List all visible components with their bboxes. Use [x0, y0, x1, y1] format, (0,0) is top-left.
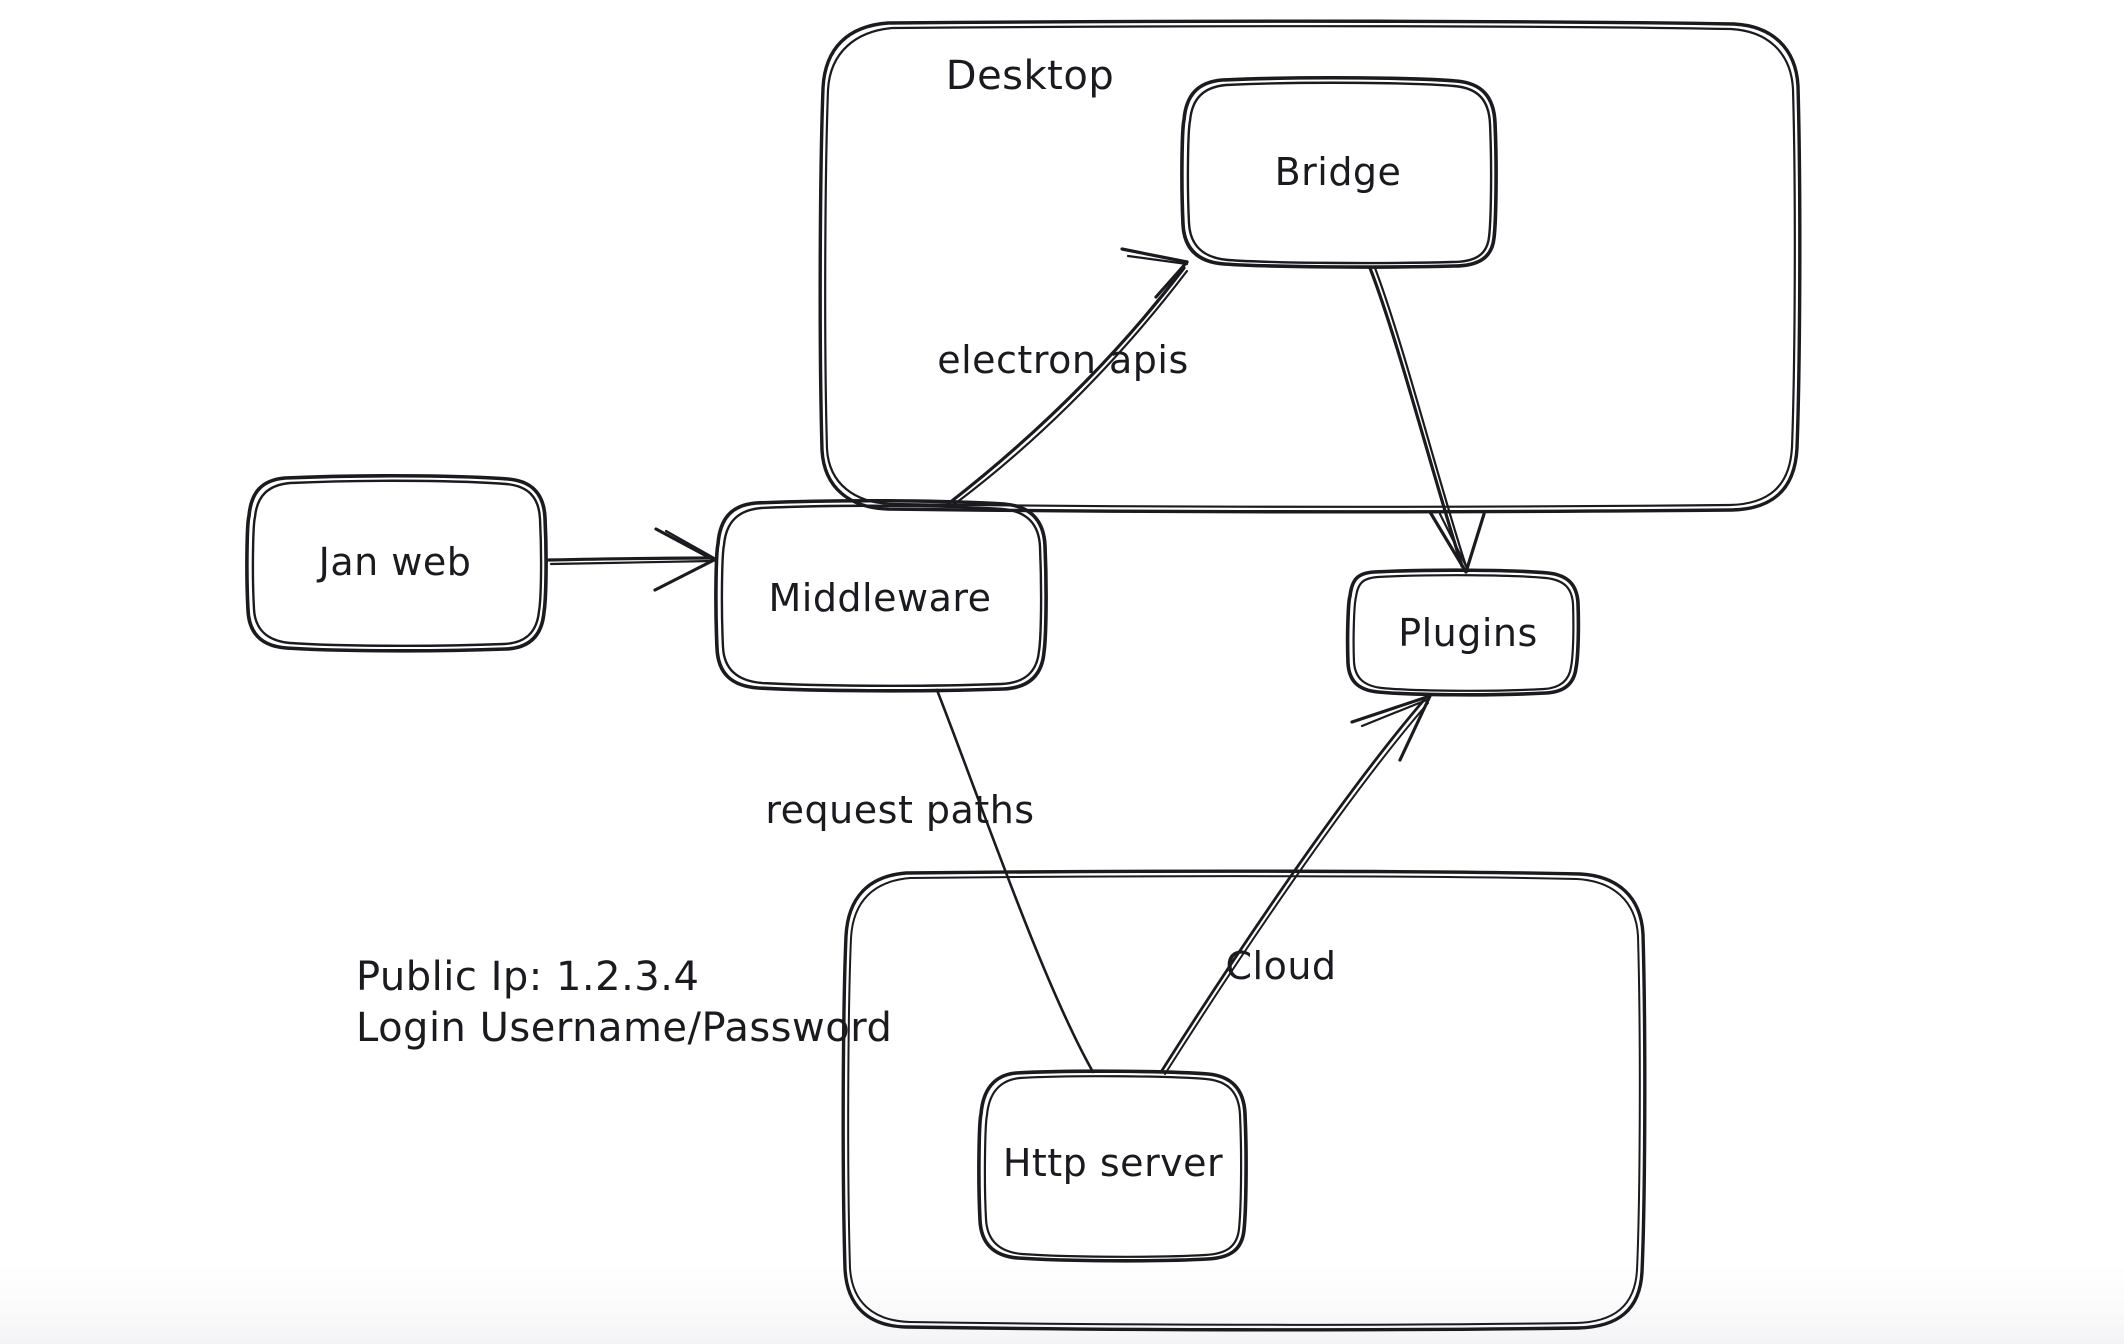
edge-label-request-paths: request paths — [765, 788, 1035, 832]
node-plugins-outline — [1345, 568, 1581, 697]
edge-janweb-to-middleware — [547, 527, 716, 592]
edge-middleware-to-http-server — [935, 688, 1095, 1074]
node-middleware-outline — [714, 498, 1048, 693]
node-http-server-outline — [977, 1069, 1248, 1263]
node-label-bridge[interactable]: Bridge — [1274, 150, 1402, 194]
edge-bridge-to-plugins — [1368, 266, 1486, 574]
node-bridge-outline — [1180, 75, 1498, 269]
group-cloud-outline — [841, 869, 1647, 1332]
edge-label-electron-apis: electron apis — [937, 338, 1189, 382]
edge-http-server-to-plugins — [1159, 694, 1432, 1075]
group-desktop-outline — [818, 19, 1802, 514]
node-label-middleware[interactable]: Middleware — [768, 576, 992, 620]
edge-middleware-to-bridge — [946, 247, 1189, 508]
node-label-jan-web[interactable]: Jan web — [318, 540, 472, 584]
note-line-public-ip: Public Ip: 1.2.3.4 — [356, 954, 700, 1000]
group-label-desktop: Desktop — [945, 53, 1115, 99]
edge-label-cloud: Cloud — [1225, 944, 1337, 988]
node-label-plugins[interactable]: Plugins — [1398, 611, 1538, 655]
note-public-ip: Public Ip: 1.2.3.4 Login Username/Passwo… — [356, 952, 892, 1054]
note-line-login: Login Username/Password — [356, 1005, 893, 1052]
node-label-http-server[interactable]: Http server — [1002, 1141, 1224, 1185]
node-jan-web-outline — [245, 473, 548, 653]
